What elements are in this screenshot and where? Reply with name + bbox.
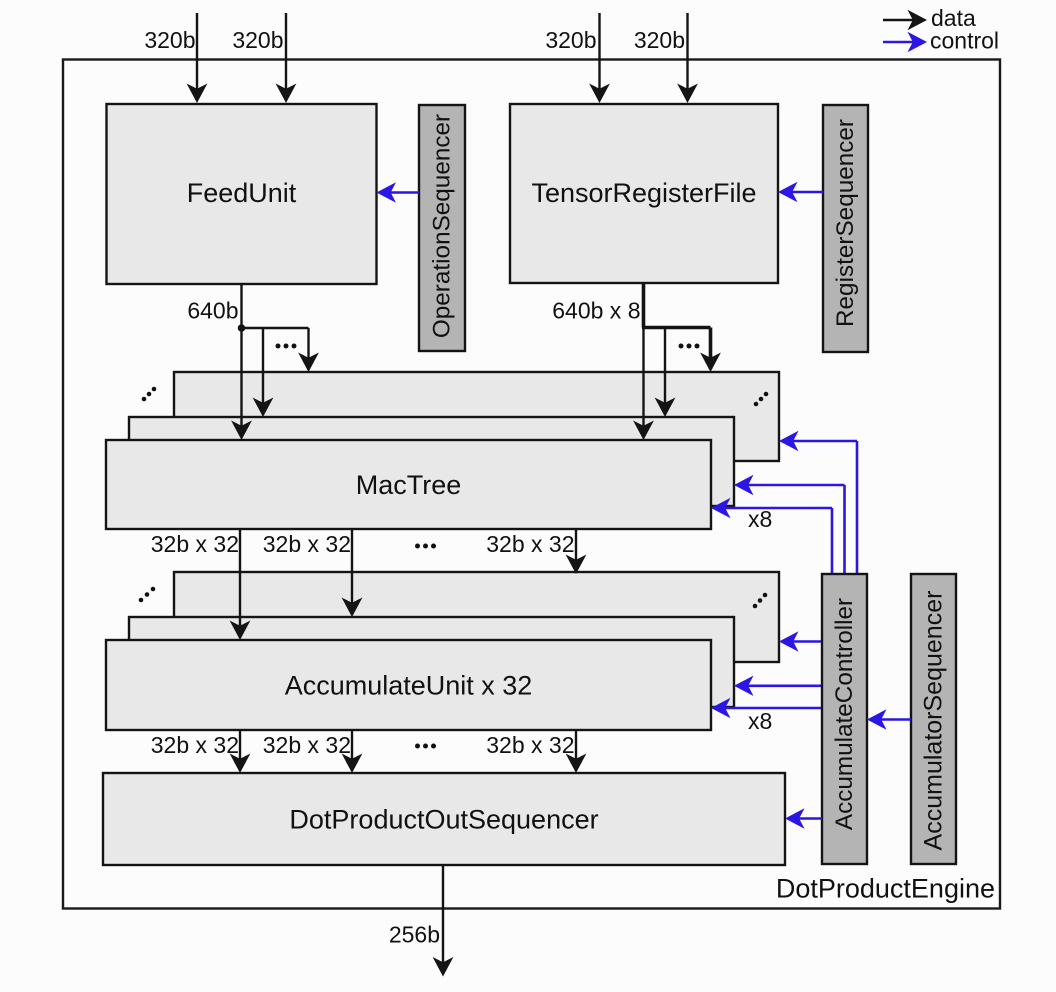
svg-text:x8: x8 xyxy=(748,506,772,532)
svg-text:32b x 32: 32b x 32 xyxy=(263,531,351,557)
svg-text:DotProductOutSequencer: DotProductOutSequencer xyxy=(289,805,598,835)
svg-text:AccumulateUnit x 32: AccumulateUnit x 32 xyxy=(285,671,533,701)
svg-text:640b x 8: 640b x 8 xyxy=(552,298,640,324)
svg-text:32b x 32: 32b x 32 xyxy=(263,732,351,758)
svg-text:320b: 320b xyxy=(634,27,685,53)
svg-text:32b x 32: 32b x 32 xyxy=(486,732,574,758)
svg-text:TensorRegisterFile: TensorRegisterFile xyxy=(531,178,756,208)
svg-text:DotProductEngine: DotProductEngine xyxy=(776,874,995,904)
svg-text:OperationSequencer: OperationSequencer xyxy=(429,114,456,338)
svg-text:RegisterSequencer: RegisterSequencer xyxy=(832,119,859,327)
svg-text:640b: 640b xyxy=(187,298,238,324)
svg-text:32b x 32: 32b x 32 xyxy=(151,732,239,758)
svg-text:320b: 320b xyxy=(232,27,283,53)
svg-text:32b x 32: 32b x 32 xyxy=(151,531,239,557)
svg-text:x8: x8 xyxy=(748,708,772,734)
svg-text:320b: 320b xyxy=(545,27,596,53)
svg-text:data: data xyxy=(931,5,976,31)
svg-text:AccumulatorSequencer: AccumulatorSequencer xyxy=(920,591,948,851)
svg-text:32b x 32: 32b x 32 xyxy=(486,531,574,557)
svg-text:FeedUnit: FeedUnit xyxy=(187,178,297,208)
svg-text:AccumulateController: AccumulateController xyxy=(831,598,858,830)
svg-text:control: control xyxy=(930,28,999,54)
svg-text:256b: 256b xyxy=(389,922,440,948)
svg-text:MacTree: MacTree xyxy=(356,470,462,500)
svg-text:320b: 320b xyxy=(144,27,195,53)
